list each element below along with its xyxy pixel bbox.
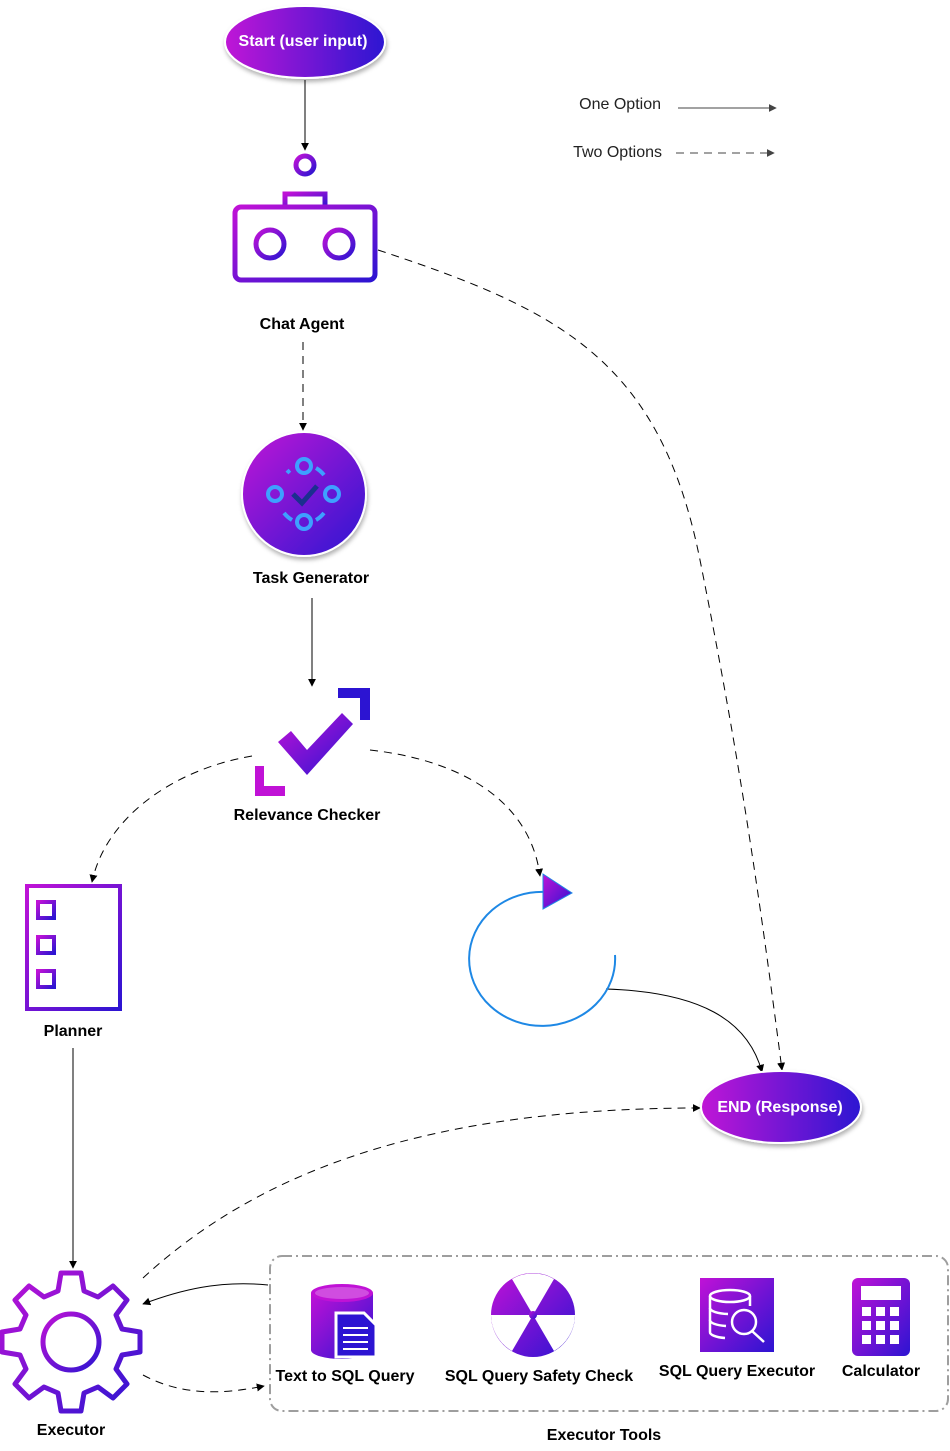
query-executor-label: SQL Query Executor [658,1363,816,1380]
edge-loop-end [605,988,764,1073]
edge-relevance-planner [89,755,253,883]
planner-label: Planner [43,1023,103,1040]
relevance-checker-label: Relevance Checker [233,807,381,824]
edge-tools-executor [142,1283,269,1306]
edge-executor-end [142,1104,701,1279]
safety-check-label: SQL Query Safety Check [444,1368,634,1385]
legend-one-option: One Option [579,96,661,113]
robot-icon[interactable] [232,153,378,296]
edge-executor-tools [142,1374,265,1393]
executor-label: Executor [36,1422,106,1439]
executor-tools-label: Executor Tools [546,1427,662,1444]
executor-tools-group [269,1255,949,1412]
gear-icon[interactable] [0,1270,143,1414]
legend-two-options: Two Options [573,144,662,161]
task-generator-label: Task Generator [252,570,370,587]
end-label: END (Response) [717,1099,843,1116]
calculator-label: Calculator [841,1363,921,1380]
edge-relevance-loop [369,749,544,877]
calculator-icon[interactable] [852,1278,910,1356]
end-oval[interactable] [700,1070,862,1144]
database-document-icon[interactable] [311,1284,378,1359]
start-oval[interactable] [224,5,386,79]
checkmark-icon[interactable] [255,688,370,796]
edge-chat-end [377,249,786,1071]
chat-agent-label: Chat Agent [259,316,345,333]
checklist-icon[interactable] [25,884,122,1011]
edges [69,80,786,1393]
start-label: Start (user input) [238,33,368,50]
task-cycle-icon[interactable] [241,431,367,557]
hazard-icon[interactable] [491,1273,575,1357]
database-search-icon[interactable] [700,1278,774,1352]
loop-arrow-icon[interactable] [468,873,617,1027]
text-to-sql-label: Text to SQL Query [275,1368,415,1385]
